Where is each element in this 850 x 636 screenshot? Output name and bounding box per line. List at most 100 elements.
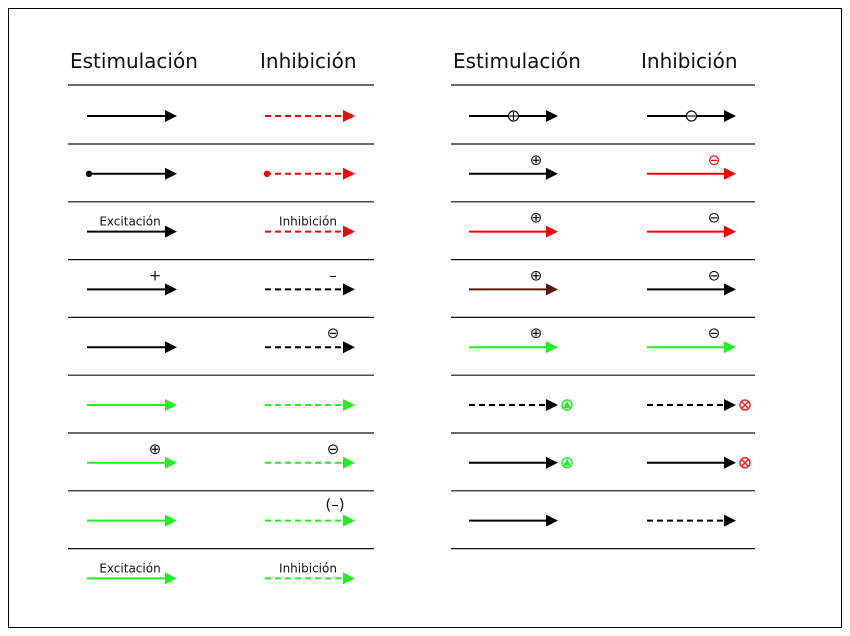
arrow-label: Inhibición bbox=[279, 561, 337, 575]
arrowhead bbox=[546, 341, 558, 354]
arrowhead bbox=[165, 572, 177, 585]
left-row-5-inhibition-arrow: ⊖ bbox=[265, 324, 355, 354]
arrowhead bbox=[343, 399, 355, 411]
right-row-1-inhibition-arrow bbox=[647, 110, 736, 122]
arrowhead bbox=[724, 167, 736, 180]
left-row-5-stimulation-arrow bbox=[87, 341, 177, 354]
red-x-stroke-b bbox=[741, 401, 749, 409]
arrowhead bbox=[724, 341, 736, 354]
effect-symbol: ⊕ bbox=[530, 324, 543, 342]
effect-symbol: (–) bbox=[325, 496, 344, 514]
arrow-label: Excitación bbox=[99, 215, 160, 229]
left-row-3-stimulation-arrow: Excitación bbox=[87, 215, 177, 238]
arrowhead bbox=[165, 399, 177, 411]
right-row-2-inhibition-arrow: ⊖ bbox=[647, 151, 736, 180]
arrowhead bbox=[546, 283, 558, 296]
header-right-stimulation: Estimulación bbox=[453, 49, 581, 73]
left-row-6-stimulation-arrow bbox=[87, 399, 177, 411]
effect-symbol: ⊕ bbox=[530, 209, 543, 227]
header-left-stimulation: Estimulación bbox=[70, 49, 198, 73]
effect-symbol: ⊕ bbox=[149, 440, 162, 458]
arrowhead bbox=[724, 225, 736, 238]
right-row-6-inhibition-arrow bbox=[647, 399, 751, 411]
left-row-7-stimulation-arrow: ⊕ bbox=[87, 440, 177, 469]
left-row-1-stimulation-arrow bbox=[87, 110, 177, 122]
arrowhead bbox=[165, 456, 177, 469]
effect-symbol: – bbox=[329, 266, 337, 284]
right-row-5-inhibition-arrow: ⊖ bbox=[647, 324, 736, 354]
arrowhead bbox=[546, 399, 558, 411]
effect-symbol: + bbox=[149, 266, 162, 284]
arrowhead bbox=[343, 167, 355, 180]
right-row-4-inhibition-arrow: ⊖ bbox=[647, 266, 736, 296]
arrowhead bbox=[724, 399, 736, 411]
arrowhead bbox=[343, 283, 355, 296]
arrowhead bbox=[546, 167, 558, 180]
arrowhead bbox=[343, 456, 355, 469]
arrow-label: Excitación bbox=[99, 561, 160, 575]
arrowhead bbox=[724, 110, 736, 122]
right-row-2-stimulation-arrow: ⊕ bbox=[469, 151, 558, 180]
arrowhead bbox=[343, 225, 355, 238]
right-row-6-stimulation-arrow bbox=[469, 399, 573, 411]
left-row-2-stimulation-arrow bbox=[85, 167, 177, 180]
arrowhead bbox=[343, 110, 355, 122]
right-row-7-inhibition-arrow bbox=[647, 456, 751, 469]
left-row-9-stimulation-arrow: Excitación bbox=[87, 561, 177, 585]
effect-symbol: ⊖ bbox=[708, 324, 721, 342]
green-triangle-marker bbox=[563, 458, 571, 466]
left-row-9-inhibition-arrow: Inhibición bbox=[265, 561, 355, 585]
effect-symbol: ⊕ bbox=[530, 266, 543, 284]
effect-symbol: ⊖ bbox=[327, 324, 340, 342]
right-row-4-stimulation-arrow: ⊕ bbox=[469, 266, 558, 296]
arrow-label: Inhibición bbox=[279, 215, 337, 229]
right-row-8-inhibition-arrow bbox=[647, 514, 736, 527]
red-x-stroke-b bbox=[741, 459, 749, 467]
right-row-3-inhibition-arrow: ⊖ bbox=[647, 209, 736, 238]
arrowhead bbox=[546, 514, 558, 527]
row-dividers bbox=[68, 84, 755, 550]
green-triangle-marker bbox=[563, 401, 571, 408]
left-row-2-inhibition-arrow bbox=[263, 167, 355, 180]
arrowhead bbox=[343, 514, 355, 527]
left-row-8-inhibition-arrow: (–) bbox=[265, 496, 355, 527]
right-row-8-stimulation-arrow bbox=[469, 514, 558, 527]
arrowhead bbox=[165, 341, 177, 354]
arrowhead bbox=[546, 225, 558, 238]
origin-dot bbox=[85, 170, 93, 177]
origin-dot bbox=[263, 170, 271, 177]
effect-symbol: ⊖ bbox=[708, 151, 721, 169]
right-row-3-stimulation-arrow: ⊕ bbox=[469, 209, 558, 238]
left-row-6-inhibition-arrow bbox=[265, 399, 355, 411]
arrowhead bbox=[165, 225, 177, 238]
arrowhead bbox=[165, 110, 177, 122]
left-row-8-stimulation-arrow bbox=[87, 514, 177, 527]
left-row-1-inhibition-arrow bbox=[265, 110, 355, 122]
arrowhead bbox=[165, 514, 177, 527]
header-right-inhibition: Inhibición bbox=[641, 49, 738, 73]
arrowhead bbox=[546, 110, 558, 122]
arrowhead bbox=[724, 514, 736, 527]
left-row-4-inhibition-arrow: – bbox=[265, 266, 355, 296]
effect-symbol: ⊕ bbox=[530, 151, 543, 169]
arrowhead bbox=[165, 283, 177, 296]
right-row-1-stimulation-arrow bbox=[469, 110, 558, 122]
right-row-5-stimulation-arrow: ⊕ bbox=[469, 324, 558, 354]
left-row-7-inhibition-arrow: ⊖ bbox=[265, 440, 355, 469]
left-row-3-inhibition-arrow: Inhibición bbox=[265, 215, 355, 238]
arrowhead bbox=[343, 572, 355, 585]
left-row-4-stimulation-arrow: + bbox=[87, 266, 177, 296]
header-left-inhibition: Inhibición bbox=[260, 49, 357, 73]
effect-symbol: ⊖ bbox=[708, 266, 721, 284]
arrowhead bbox=[724, 283, 736, 296]
arrowhead bbox=[165, 167, 177, 180]
figure-frame bbox=[8, 8, 842, 628]
effect-symbol: ⊖ bbox=[708, 209, 721, 227]
arrowhead bbox=[343, 341, 355, 354]
arrowhead bbox=[546, 456, 558, 469]
arrowhead bbox=[724, 456, 736, 469]
effect-symbol: ⊖ bbox=[327, 440, 340, 458]
right-row-7-stimulation-arrow bbox=[469, 456, 573, 469]
